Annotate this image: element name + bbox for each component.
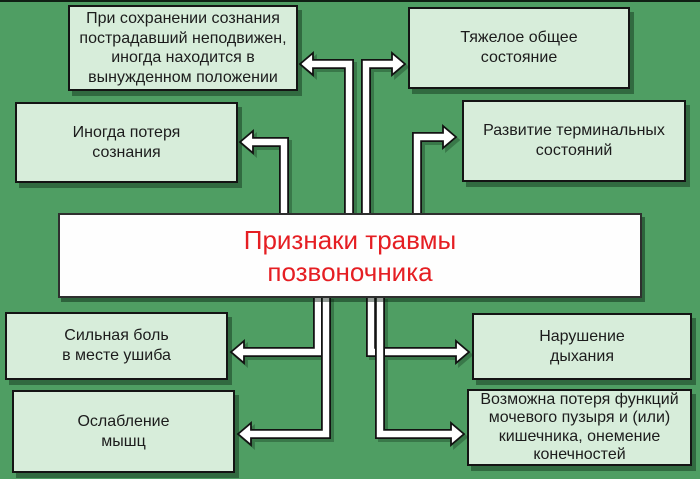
text-line: Сильная боль [64,327,169,344]
text-line: мышц [101,432,146,450]
text-line: вынужденном положении [88,68,278,86]
connector-arrow-to-muscle-weakening [236,296,331,447]
image-top-border [0,0,700,2]
node-terminal-states: Развитие терминальных состояний [462,100,686,182]
text-line: сознания [92,143,161,161]
connector-arrow-to-breathing-disorder [366,296,471,365]
text-line: позвоночника [267,256,433,287]
text-line: Иногда потеря [72,123,181,141]
connector-arrow-to-bladder-bowel-numbness [375,296,466,447]
node-severe-general-condition: Тяжелое общее состояние [408,7,630,89]
text-line: Развитие терминальных [483,122,665,139]
text-line: в месте ушиба [62,347,171,364]
text-line: Признаки травмы [243,224,457,255]
connector-arrow-to-consciousness-position [298,51,354,215]
connector-arrow-to-terminal-states [412,124,458,215]
node-breathing-disorder: Нарушение дыхания [472,313,692,380]
text-line: состояний [535,142,613,159]
node-loss-of-consciousness: Иногда потеря сознания [15,102,238,183]
text-line: состояние [480,49,558,66]
text-line: конечностей [533,446,626,463]
node-severe-pain: Сильная боль в месте ушиба [5,312,228,380]
text-line: Тяжелое общее [460,29,578,46]
text-line: Нарушение [539,327,625,345]
connector-arrow-to-severe-general-condition [361,51,407,215]
connector-arrow-to-severe-pain [229,296,323,365]
text-line: При сохранении сознания [86,10,280,27]
text-line: пострадавший неподвижен, [79,29,287,47]
text-line: кишечника, онемение [498,427,661,445]
text-line: иногда находится в [111,49,255,66]
connector-arrow-to-loss-of-consciousness [238,129,289,215]
text-line: Возможна потеря функций [480,390,679,408]
text-line: мочевого пузыря и (или) [488,409,671,426]
text-line: Ослабление [77,412,170,430]
text-line: дыхания [550,347,614,365]
node-muscle-weakening: Ослабление мышц [12,390,235,473]
node-consciousness-position: При сохранении сознания пострадавший непо… [68,5,298,91]
